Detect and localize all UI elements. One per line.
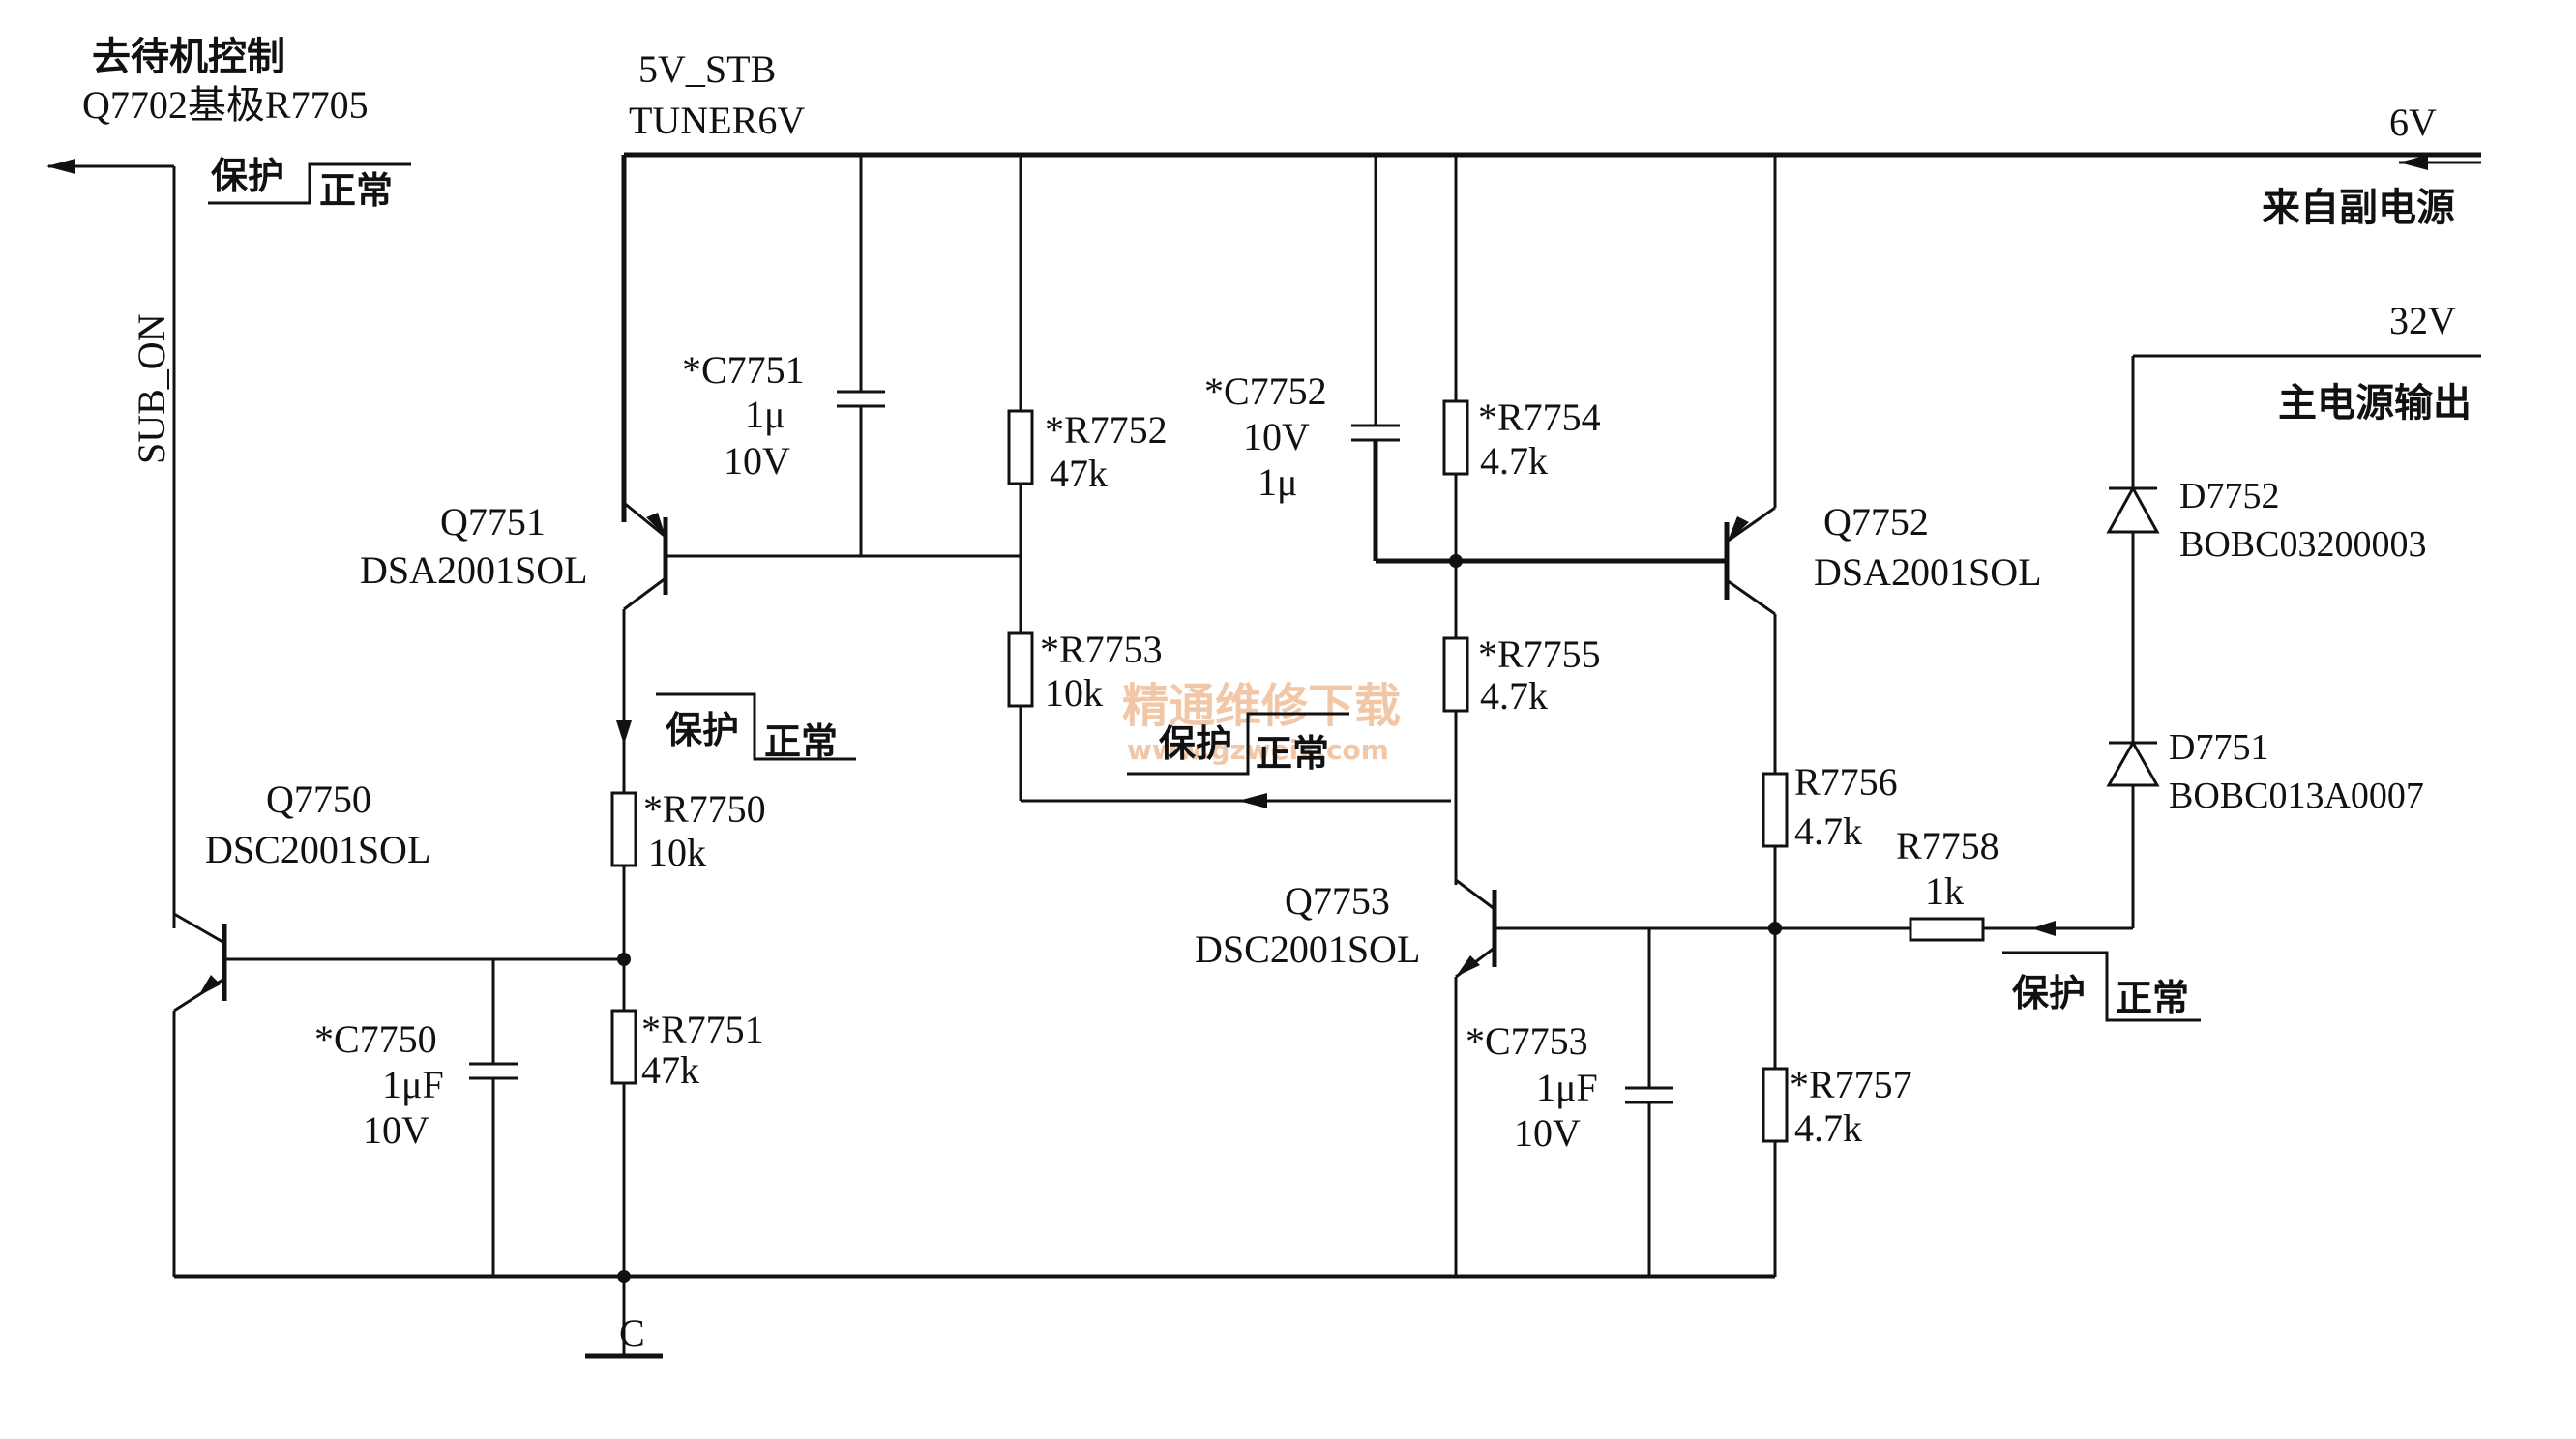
q7752-part: DSA2001SOL: [1814, 550, 2042, 594]
r7756-value: 4.7k: [1794, 809, 1862, 853]
capacitor-c7751: [837, 155, 885, 556]
resistor-r7755: [1442, 636, 1469, 885]
state-normal-center: 正常: [1256, 732, 1329, 775]
rail-label-32v: 32V: [2389, 299, 2456, 342]
watermark-text: 精通维修下载: [1122, 679, 1401, 733]
state-indicator-right: [2002, 951, 2201, 1022]
r7755-name: *R7755: [1478, 632, 1601, 676]
q7750-name: Q7750: [266, 778, 371, 821]
resistor-r7754: [1376, 155, 1727, 638]
resistor-r7750: [610, 791, 637, 867]
c7750-voltage: 10V: [363, 1108, 429, 1152]
r7750-name: *R7750: [643, 787, 766, 831]
c7752-value: 1μ: [1258, 460, 1297, 504]
diode-d7751: [2106, 739, 2160, 787]
capacitor-c7752: [1351, 155, 1400, 561]
r7753-value: 10k: [1045, 671, 1103, 715]
d7752-name: D7752: [2179, 476, 2279, 516]
q7752-name: Q7752: [1823, 500, 1929, 543]
c7753-name: *C7753: [1466, 1019, 1588, 1063]
state-indicator-mid-left: [656, 692, 856, 761]
r7754-value: 4.7k: [1480, 439, 1548, 483]
q7753-name: Q7753: [1285, 879, 1390, 923]
c7751-value: 1μ: [745, 393, 785, 436]
resistor-r7751: [610, 953, 637, 1085]
rail-source-6v: 来自副电源: [2262, 186, 2455, 230]
transistor-q7753: [1454, 878, 1497, 1277]
rail-label-6v: 6V: [2389, 101, 2437, 144]
r7751-value: 47k: [641, 1048, 699, 1092]
r7753-name: *R7753: [1040, 628, 1163, 671]
r7752-value: 47k: [1050, 452, 1108, 495]
r7752-name: *R7752: [1045, 408, 1168, 452]
q7753-part: DSC2001SOL: [1195, 927, 1420, 971]
ground-label: C: [619, 1311, 645, 1355]
state-protect-top-left: 保护: [211, 155, 284, 197]
state-normal-top-left: 正常: [319, 169, 393, 212]
r7750-value: 10k: [648, 831, 706, 874]
r7757-value: 4.7k: [1794, 1106, 1862, 1150]
d7751-name: D7751: [2169, 727, 2268, 768]
r7756-name: R7756: [1794, 760, 1898, 804]
c7752-name: *C7752: [1204, 369, 1327, 413]
c7753-voltage: 10V: [1514, 1111, 1581, 1155]
c7752-voltage: 10V: [1243, 415, 1310, 458]
r7758-value: 1k: [1925, 869, 1964, 913]
title-line-2: Q7702基极R7705: [82, 83, 369, 127]
r7758-name: R7758: [1896, 824, 1999, 867]
resistor-r7757: [1762, 928, 1789, 1277]
resistor-r7758: [1495, 917, 2031, 942]
sub-on-label: SUB_ON: [130, 313, 173, 464]
rail-source-32v: 主电源输出: [2278, 381, 2472, 426]
transistor-q7751: [616, 501, 1021, 1277]
q7751-name: Q7751: [440, 500, 546, 543]
state-normal-right: 正常: [2116, 977, 2189, 1019]
ground-bus: [174, 1270, 1775, 1359]
r7757-name: *R7757: [1790, 1063, 1912, 1106]
transistor-q7752: [1724, 155, 1782, 935]
capacitor-c7750: [469, 959, 518, 1277]
capacitor-c7753: [1625, 928, 1673, 1277]
c7750-value: 1μF: [382, 1063, 444, 1106]
transistor-q7750: [172, 912, 624, 1277]
resistor-r7752: [1007, 155, 1034, 633]
sub-on-line: [46, 159, 176, 928]
resistor-r7756: [1762, 772, 1789, 848]
state-protect-center: 保护: [1159, 722, 1232, 765]
r7755-value: 4.7k: [1480, 674, 1548, 718]
state-protect-mid-left: 保护: [666, 709, 739, 751]
rail-label-tuner6v: TUNER6V: [629, 99, 805, 142]
watermark-url: www.gzweix.com: [1127, 734, 1389, 766]
r7751-name: *R7751: [641, 1008, 764, 1051]
c7753-value: 1μF: [1536, 1066, 1598, 1109]
q7750-part: DSC2001SOL: [205, 828, 430, 871]
c7750-name: *C7750: [314, 1017, 437, 1061]
d7752-part: BOBC03200003: [2179, 524, 2426, 565]
diode-d7752: [2106, 485, 2160, 534]
rail-label-5v-stb: 5V_STB: [638, 47, 776, 91]
state-indicator-center: [1127, 712, 1349, 776]
r7754-name: *R7754: [1478, 396, 1601, 439]
state-indicator-top-left: [208, 162, 411, 205]
d7751-part: BOBC013A0007: [2169, 776, 2424, 816]
state-normal-mid-left: 正常: [764, 720, 838, 763]
c7751-name: *C7751: [682, 348, 805, 392]
rail-32v: [1988, 354, 2481, 936]
title-line-1: 去待机控制: [92, 35, 285, 79]
resistor-r7753: [1007, 631, 1451, 808]
state-protect-right: 保护: [2012, 972, 2086, 1014]
q7751-part: DSA2001SOL: [360, 548, 588, 592]
top-rail-6v: [621, 152, 2481, 522]
c7751-voltage: 10V: [724, 439, 790, 483]
